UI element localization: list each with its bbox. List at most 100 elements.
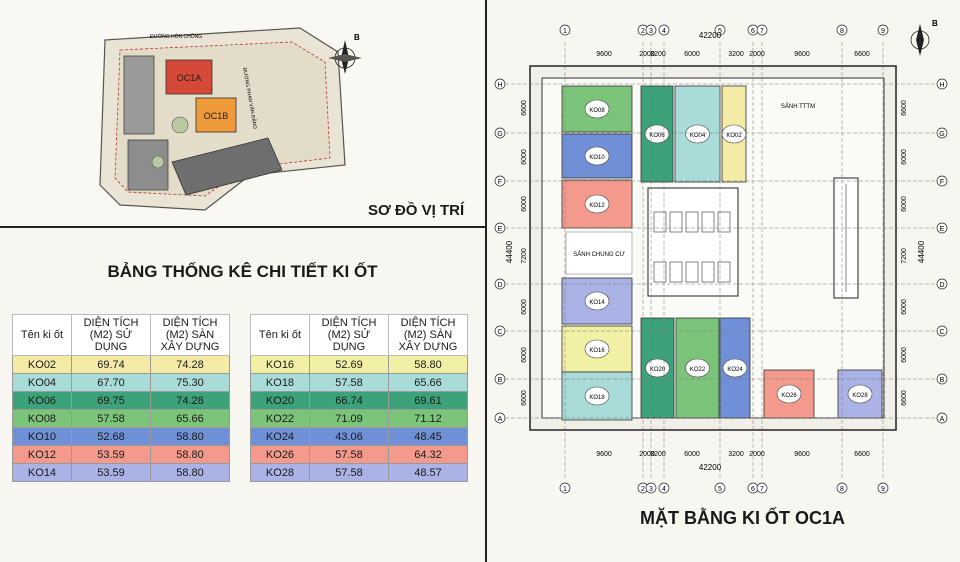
compass-label: B [932, 19, 938, 28]
grid-label-top: 4 [662, 28, 666, 35]
room-label-ko22: KO22 [690, 367, 706, 373]
cell-kiosk-name: KO18 [250, 373, 310, 392]
room-label-ko10: KO10 [589, 155, 605, 161]
dim-bottom: 2000 [749, 451, 765, 458]
grid-bubble [494, 222, 506, 234]
dim-bottom: 6000 [684, 451, 700, 458]
grid-label-left: B [498, 377, 503, 384]
room-label-ko06: KO06 [649, 133, 665, 139]
cell-kiosk-name: KO06 [12, 391, 72, 410]
cell-area-use: 53.59 [71, 445, 151, 464]
elevator [717, 261, 731, 283]
cell-area-build: 58.80 [150, 463, 230, 482]
grid-label-right: E [940, 226, 945, 233]
elevator [653, 211, 667, 233]
grid-bubble [658, 482, 670, 494]
dim-top: 2000 [639, 51, 655, 58]
grid-bubble [756, 482, 768, 494]
grid-label-left: E [498, 226, 503, 233]
grid-label-right: G [939, 131, 944, 138]
room-label-bg [584, 146, 610, 166]
grid-label-top: 5 [718, 28, 722, 35]
cell-area-use: 57.58 [71, 409, 151, 428]
room-label-bg [584, 339, 610, 359]
site-plan-title: SƠ ĐỒ VỊ TRÍ [368, 202, 465, 219]
grid-label-bottom: 3 [649, 486, 653, 493]
grid-label-right: C [939, 329, 944, 336]
cell-kiosk-name: KO22 [250, 409, 310, 428]
lobby-apartment-label: SẢNH CHUNG CƯ [573, 251, 624, 258]
grid-bubble [936, 412, 948, 424]
grid-label-top: 6 [751, 28, 755, 35]
cell-area-use: 57.58 [309, 445, 389, 464]
room-label-ko16: KO16 [589, 348, 605, 354]
cell-kiosk-name: KO26 [250, 445, 310, 464]
kiosk-table-left: Tên ki ốt DIỆN TÍCH (M2) SỬ DỤNG DIỆN TÍ… [12, 314, 230, 482]
dim-bottom: 9600 [794, 451, 810, 458]
table-header-row: Tên ki ốt DIỆN TÍCH (M2) SỬ DỤNG DIỆN TÍ… [250, 314, 468, 356]
elevator [653, 261, 667, 283]
dim-top: 6000 [684, 51, 700, 58]
divider-horizontal [0, 226, 485, 228]
grid-label-top: 7 [760, 28, 764, 35]
compass-needle [916, 24, 924, 56]
compass-icon: B [328, 33, 362, 74]
dim-bottom: 3200 [650, 451, 666, 458]
grid-label-right: F [940, 179, 944, 186]
cell-kiosk-name: KO10 [12, 427, 72, 446]
cell-area-build: 71.12 [388, 409, 468, 428]
grid-label-left: D [497, 282, 502, 289]
dim-right: 6000 [901, 347, 908, 363]
total-width-top: 42200 [699, 31, 722, 40]
cell-area-build: 74.28 [150, 355, 230, 374]
grid-label-left: G [497, 131, 502, 138]
dim-right: 6600 [901, 100, 908, 116]
cell-area-use: 43.06 [309, 427, 389, 446]
grid-bubble [494, 78, 506, 90]
grid-bubble [645, 24, 657, 36]
grid-label-bottom: 8 [840, 486, 844, 493]
cell-kiosk-name: KO08 [12, 409, 72, 428]
total-width-bottom: 42200 [699, 463, 722, 472]
room-label-bg [685, 358, 710, 378]
cell-kiosk-name: KO04 [12, 373, 72, 392]
cell-kiosk-name: KO14 [12, 463, 72, 482]
grid-label-bottom: 4 [662, 486, 666, 493]
cell-area-use: 71.09 [309, 409, 389, 428]
cell-area-build: 65.66 [388, 373, 468, 392]
cell-area-build: 65.66 [150, 409, 230, 428]
room-label-ko24: KO24 [727, 367, 743, 373]
dim-top: 2000 [749, 51, 765, 58]
grid-bubble [494, 412, 506, 424]
dim-left: 6000 [521, 196, 528, 212]
cell-area-use: 69.75 [71, 391, 151, 410]
room-label-ko20: KO20 [650, 367, 666, 373]
cell-kiosk-name: KO12 [12, 445, 72, 464]
cell-area-use: 57.58 [309, 373, 389, 392]
dim-right: 6000 [901, 196, 908, 212]
cell-area-use: 69.74 [71, 355, 151, 374]
room-label-bg [722, 358, 748, 378]
room-label-bg [584, 99, 610, 119]
grid-label-right: B [940, 377, 945, 384]
building-oc1b [195, 97, 237, 133]
grid-bubble [494, 373, 506, 385]
room-label-bg [584, 386, 610, 406]
room-label-ko14: KO14 [589, 300, 605, 306]
cell-area-build: 58.80 [150, 427, 230, 446]
dim-bottom: 6600 [854, 451, 870, 458]
grid-label-top: 9 [881, 28, 885, 35]
grid-bubble [645, 482, 657, 494]
cell-area-build: 48.45 [388, 427, 468, 446]
elevator [685, 211, 699, 233]
grid-bubble [877, 482, 889, 494]
room-label-ko02: KO02 [726, 133, 742, 139]
